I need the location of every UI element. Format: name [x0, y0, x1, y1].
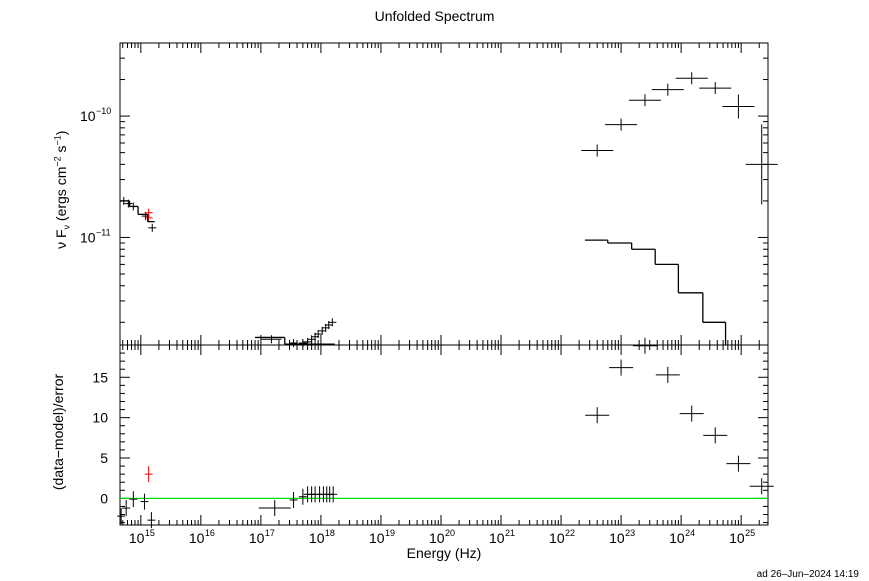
x-tick-label: 10 — [249, 530, 265, 546]
y-tick-exponent: −10 — [96, 106, 111, 116]
x-tick-label: 10 — [669, 530, 685, 546]
x-tick-label: 10 — [429, 530, 445, 546]
y-tick-label: 10 — [92, 410, 108, 426]
x-tick-exponent: 15 — [145, 528, 155, 538]
x-tick-exponent: 25 — [745, 528, 755, 538]
x-tick-exponent: 19 — [385, 528, 395, 538]
x-tick-label: 10 — [609, 530, 625, 546]
y-tick-label: 0 — [100, 490, 108, 506]
y-tick-exponent: −11 — [96, 227, 111, 237]
x-tick-label: 10 — [489, 530, 505, 546]
x-tick-exponent: 24 — [685, 528, 695, 538]
timestamp: ad 26–Jun–2024 14:19 — [756, 569, 859, 580]
y-tick-label: 5 — [100, 450, 108, 466]
y-tick-label: 10 — [80, 108, 96, 124]
x-tick-exponent: 18 — [325, 528, 335, 538]
x-tick-label: 10 — [369, 530, 385, 546]
x-tick-label: 10 — [549, 530, 565, 546]
x-tick-label: 10 — [309, 530, 325, 546]
x-tick-label: 10 — [189, 530, 205, 546]
x-axis-label: Energy (Hz) — [406, 545, 482, 561]
bottom-panel-frame — [119, 344, 769, 526]
x-tick-exponent: 16 — [205, 528, 215, 538]
x-tick-exponent: 21 — [505, 528, 515, 538]
x-tick-exponent: 23 — [625, 528, 635, 538]
x-tick-exponent: 17 — [265, 528, 275, 538]
y-tick-label: 10 — [80, 229, 96, 245]
x-tick-exponent: 22 — [565, 528, 575, 538]
y-tick-label: 15 — [92, 369, 108, 385]
x-tick-label: 10 — [729, 530, 745, 546]
x-tick-exponent: 20 — [445, 528, 455, 538]
chart-title: Unfolded Spectrum — [374, 8, 495, 24]
x-tick-label: 10 — [129, 530, 145, 546]
top-panel-frame — [119, 42, 769, 346]
